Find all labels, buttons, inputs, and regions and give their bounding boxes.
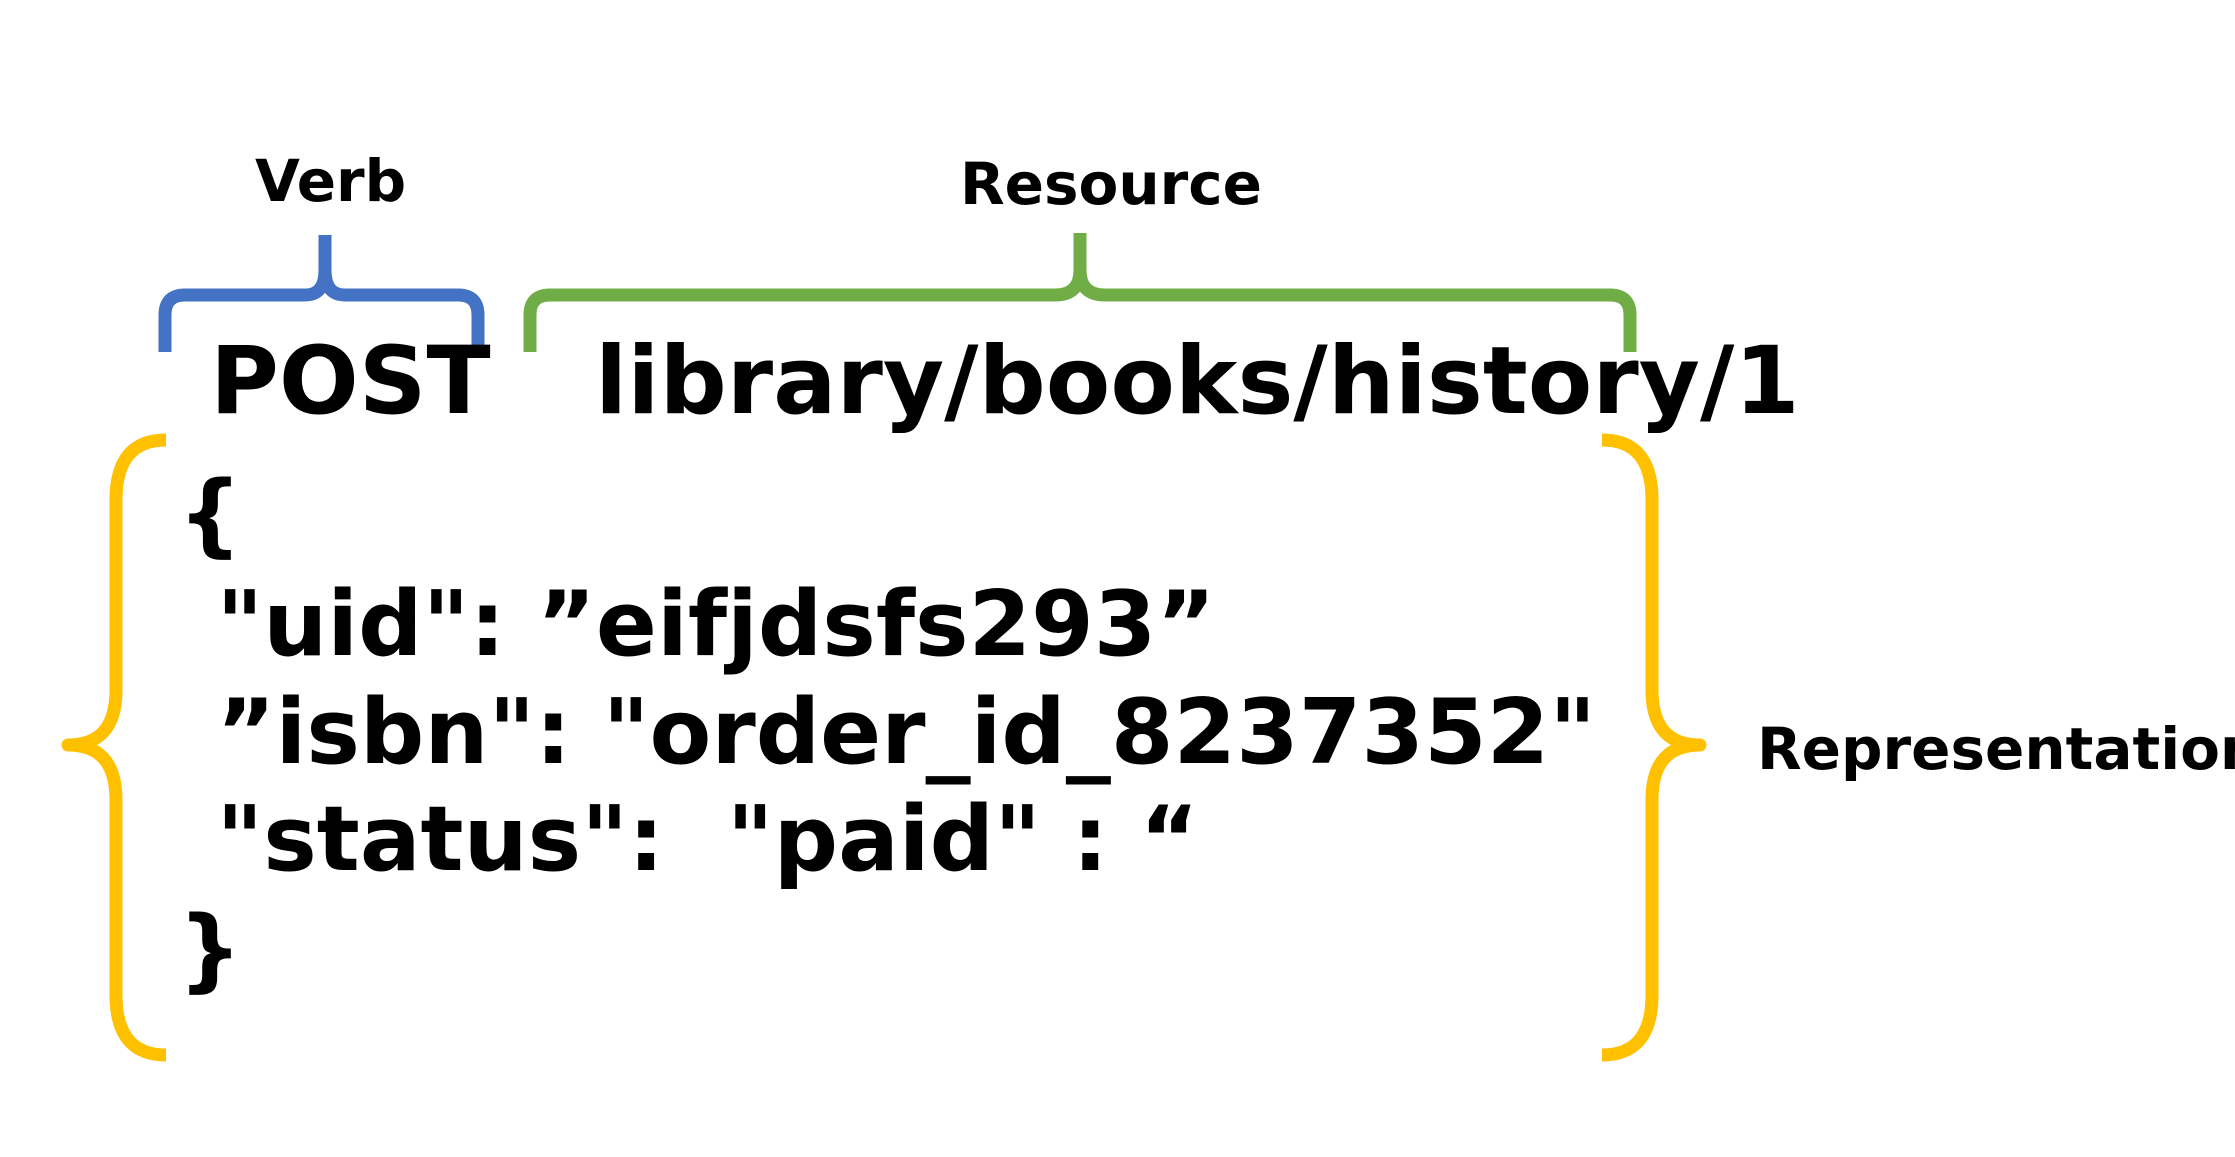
representation-line: } (178, 897, 243, 1002)
resource-brace (523, 233, 1637, 352)
resource-label: Resource (960, 150, 1262, 218)
representation-line: { (178, 462, 243, 567)
representation-line: "status": "paid" : “ (185, 787, 1199, 892)
representation-line: ”isbn": "order_id_8237352" (185, 680, 1597, 785)
verb-brace (158, 235, 485, 352)
representation-right-brace (1601, 433, 1707, 1062)
verb-label: Verb (255, 147, 407, 215)
representation-line: "uid": ”eifjdsfs293” (185, 572, 1216, 677)
verb-value: POST (210, 327, 491, 436)
resource-value: library/books/history/1 (595, 327, 1800, 436)
representation-left-brace (61, 433, 167, 1062)
representation-label: Representation (1757, 715, 2235, 783)
